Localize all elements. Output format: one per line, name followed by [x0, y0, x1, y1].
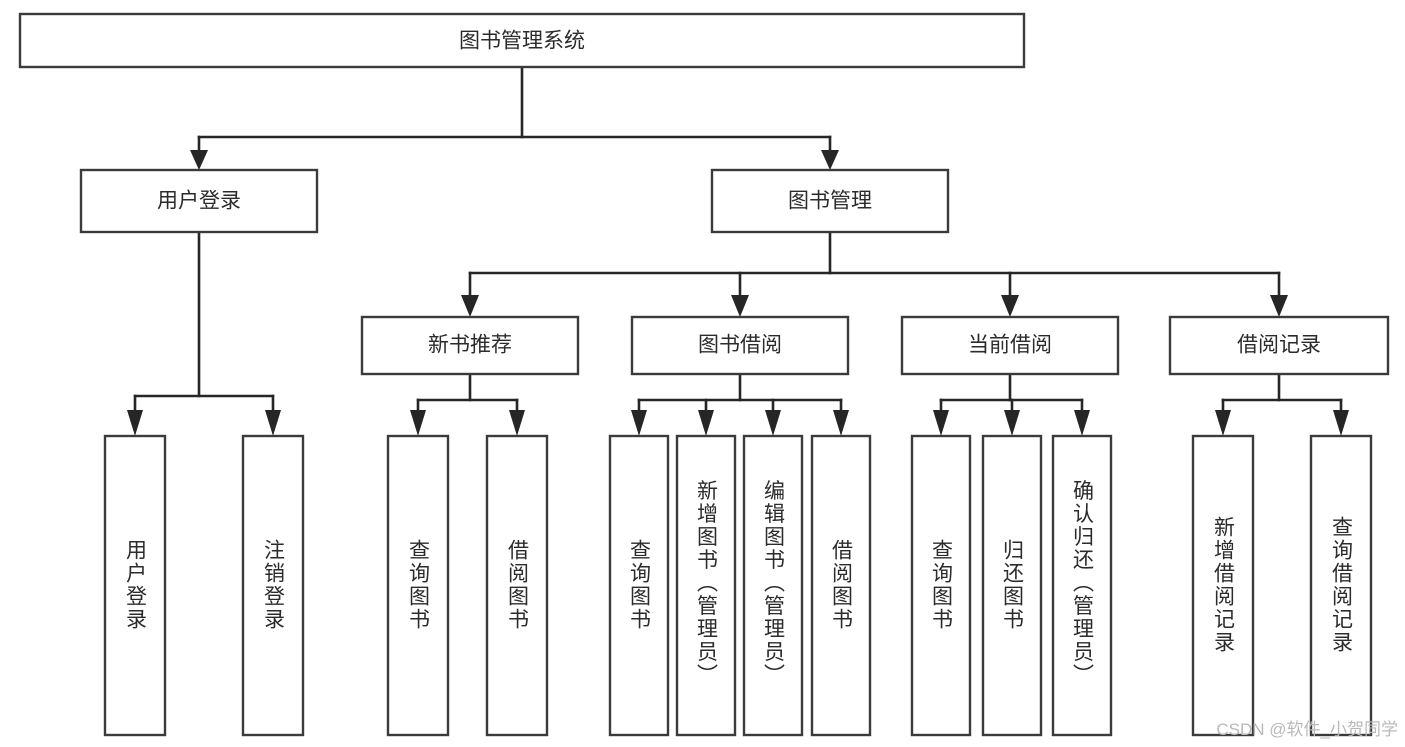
node-book-management-label: 图书管理	[788, 190, 872, 213]
node-leaf-confirm-return-admin-box[interactable]	[1051, 434, 1113, 737]
node-leaf-logout[interactable]: 注销登录	[241, 434, 305, 737]
node-leaf-query-book-borrow-box[interactable]	[608, 434, 670, 737]
node-current-borrow-label: 当前借阅	[968, 334, 1052, 357]
node-leaf-add-book-admin-box[interactable]	[675, 434, 737, 737]
node-leaf-confirm-return-admin[interactable]: 确认归还（管理员）	[1051, 434, 1113, 737]
arrow-head-book-borrow	[731, 295, 749, 317]
node-book-borrow[interactable]: 图书借阅	[630, 315, 850, 376]
node-borrow-records-box[interactable]	[1168, 315, 1390, 376]
arrow-head-user-login	[190, 150, 208, 170]
arrow-head-leaf-add-book-admin	[698, 410, 714, 436]
node-root-label: 图书管理系统	[459, 30, 585, 53]
node-leaf-confirm-return-admin-label: 确认归还（管理员）	[1071, 480, 1095, 687]
node-leaf-query-borrow-record-box[interactable]	[1309, 434, 1373, 737]
connector-layer	[127, 65, 1349, 436]
node-leaf-add-borrow-record-label: 新增借阅记录	[1212, 516, 1236, 654]
node-leaf-user-login[interactable]: 用户登录	[103, 434, 167, 737]
node-leaf-add-borrow-record-box[interactable]	[1191, 434, 1255, 737]
arrow-head-leaf-query-book-rec	[410, 410, 426, 436]
node-leaf-query-book-rec-label: 查询图书	[407, 539, 431, 631]
arrow-head-borrow-records	[1270, 295, 1288, 317]
node-leaf-user-login-box[interactable]	[103, 434, 167, 737]
node-user-login-label: 用户登录	[157, 190, 241, 213]
node-leaf-query-borrow-record-label: 查询借阅记录	[1330, 516, 1354, 654]
node-current-borrow[interactable]: 当前借阅	[900, 315, 1120, 376]
node-leaf-query-book-current[interactable]: 查询图书	[910, 434, 972, 737]
node-new-book-recommend-label: 新书推荐	[428, 334, 512, 357]
arrow-head-leaf-confirm-return-admin	[1074, 410, 1090, 436]
arrow-head-leaf-borrow-book-rec	[509, 410, 525, 436]
node-leaf-query-book-borrow-label: 查询图书	[628, 539, 652, 631]
node-root-box[interactable]	[18, 12, 1026, 69]
node-user-login-box[interactable]	[79, 168, 319, 234]
node-new-book-recommend[interactable]: 新书推荐	[360, 315, 580, 376]
arrow-head-new-book	[461, 295, 479, 317]
node-borrow-records[interactable]: 借阅记录	[1168, 315, 1390, 376]
node-borrow-records-label: 借阅记录	[1237, 334, 1321, 357]
arrow-head-leaf-query-book-borrow	[631, 410, 647, 436]
node-root[interactable]: 图书管理系统	[18, 12, 1026, 69]
node-leaf-borrow-book-rec-box[interactable]	[485, 434, 549, 737]
node-leaf-add-book-admin[interactable]: 新增图书（管理员）	[675, 434, 737, 737]
node-leaf-borrow-book-label: 借阅图书	[830, 539, 854, 631]
node-leaf-logout-label: 注销登录	[262, 539, 286, 631]
node-leaf-query-borrow-record[interactable]: 查询借阅记录	[1309, 434, 1373, 737]
node-book-management-box[interactable]	[710, 168, 950, 234]
node-leaf-return-book[interactable]: 归还图书	[981, 434, 1043, 737]
arrow-head-leaf-query-book-current	[933, 410, 949, 436]
node-book-borrow-label: 图书借阅	[698, 334, 782, 357]
node-book-management[interactable]: 图书管理	[710, 168, 950, 234]
arrow-head-leaf-user-login	[127, 410, 143, 436]
node-leaf-borrow-book[interactable]: 借阅图书	[810, 434, 872, 737]
node-leaf-add-book-admin-label: 新增图书（管理员）	[695, 480, 719, 687]
node-leaf-borrow-book-rec-label: 借阅图书	[506, 539, 530, 631]
node-leaf-logout-box[interactable]	[241, 434, 305, 737]
node-book-borrow-box[interactable]	[630, 315, 850, 376]
node-new-book-recommend-box[interactable]	[360, 315, 580, 376]
arrow-head-leaf-logout	[265, 410, 281, 436]
arrow-head-leaf-edit-book-admin	[765, 410, 781, 436]
node-leaf-add-borrow-record[interactable]: 新增借阅记录	[1191, 434, 1255, 737]
node-leaf-borrow-book-box[interactable]	[810, 434, 872, 737]
node-leaf-query-book-rec-box[interactable]	[386, 434, 450, 737]
node-leaf-query-book-current-box[interactable]	[910, 434, 972, 737]
arrow-head-leaf-query-borrow-record	[1333, 410, 1349, 436]
node-leaf-query-book-rec[interactable]: 查询图书	[386, 434, 450, 737]
node-leaf-edit-book-admin-label: 编辑图书（管理员）	[762, 480, 786, 687]
node-leaf-return-book-label: 归还图书	[1001, 539, 1025, 631]
arrow-head-leaf-add-borrow-record	[1215, 410, 1231, 436]
node-leaf-user-login-label: 用户登录	[124, 539, 148, 631]
node-leaf-edit-book-admin-box[interactable]	[742, 434, 804, 737]
node-leaf-query-book-current-label: 查询图书	[930, 539, 954, 631]
node-current-borrow-box[interactable]	[900, 315, 1120, 376]
arrow-head-leaf-return-book	[1004, 410, 1020, 436]
arrow-head-leaf-borrow-book	[833, 410, 849, 436]
node-leaf-query-book-borrow[interactable]: 查询图书	[608, 434, 670, 737]
csdn-watermark: CSDN @软件_小贺同学	[1216, 720, 1398, 739]
node-user-login[interactable]: 用户登录	[79, 168, 319, 234]
node-leaf-edit-book-admin[interactable]: 编辑图书（管理员）	[742, 434, 804, 737]
arrow-head-book-management	[821, 150, 839, 170]
node-leaf-return-book-box[interactable]	[981, 434, 1043, 737]
arrow-head-current-borrow	[1001, 295, 1019, 317]
node-leaf-borrow-book-rec[interactable]: 借阅图书	[485, 434, 549, 737]
